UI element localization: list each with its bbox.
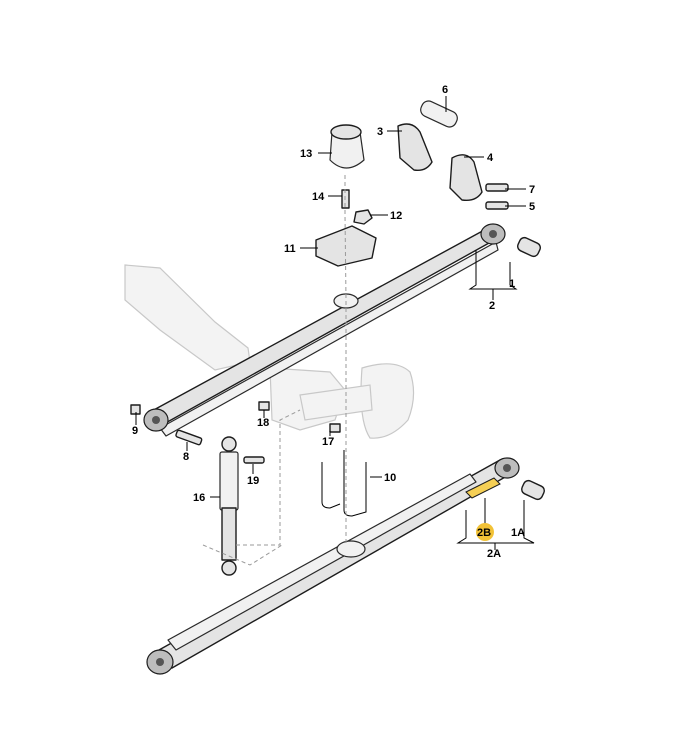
callout-1: 1 (509, 278, 515, 290)
callout-3: 3 (377, 126, 383, 138)
spring-shackle (397, 100, 509, 210)
u-bolts (258, 401, 367, 517)
callout-labels: 6 3 4 13 7 14 5 12 11 1 2 9 18 17 8 10 1… (132, 84, 535, 560)
callout-2B: 2B (477, 527, 491, 539)
callout-12: 12 (390, 210, 402, 222)
assembly-guide-lines (202, 175, 347, 566)
leader-lines (135, 96, 535, 550)
callout-4: 4 (487, 152, 494, 164)
callout-9: 9 (132, 425, 138, 437)
callout-6: 6 (442, 84, 448, 96)
callout-5: 5 (529, 201, 535, 213)
callout-18: 18 (257, 417, 269, 429)
callout-19: 19 (247, 475, 259, 487)
callout-10: 10 (384, 472, 396, 484)
callout-7: 7 (529, 184, 535, 196)
lower-leaf-spring (146, 457, 520, 675)
callout-2A: 2A (487, 548, 501, 560)
callout-8: 8 (183, 451, 189, 463)
spring-bushings (517, 236, 545, 501)
callout-13: 13 (300, 148, 312, 160)
callout-11: 11 (284, 243, 296, 255)
bump-stop-assembly (315, 124, 377, 267)
callout-2B-highlight (476, 523, 494, 541)
callout-17: 17 (322, 436, 334, 448)
upper-leaf-spring (143, 223, 506, 437)
callout-1A: 1A (511, 527, 525, 539)
highlighted-spring-pad (465, 477, 501, 499)
callout-16: 16 (193, 492, 205, 504)
chassis-ghost (124, 264, 415, 439)
shock-absorber (130, 404, 265, 576)
callout-2: 2 (489, 300, 495, 312)
callout-14: 14 (312, 191, 325, 203)
